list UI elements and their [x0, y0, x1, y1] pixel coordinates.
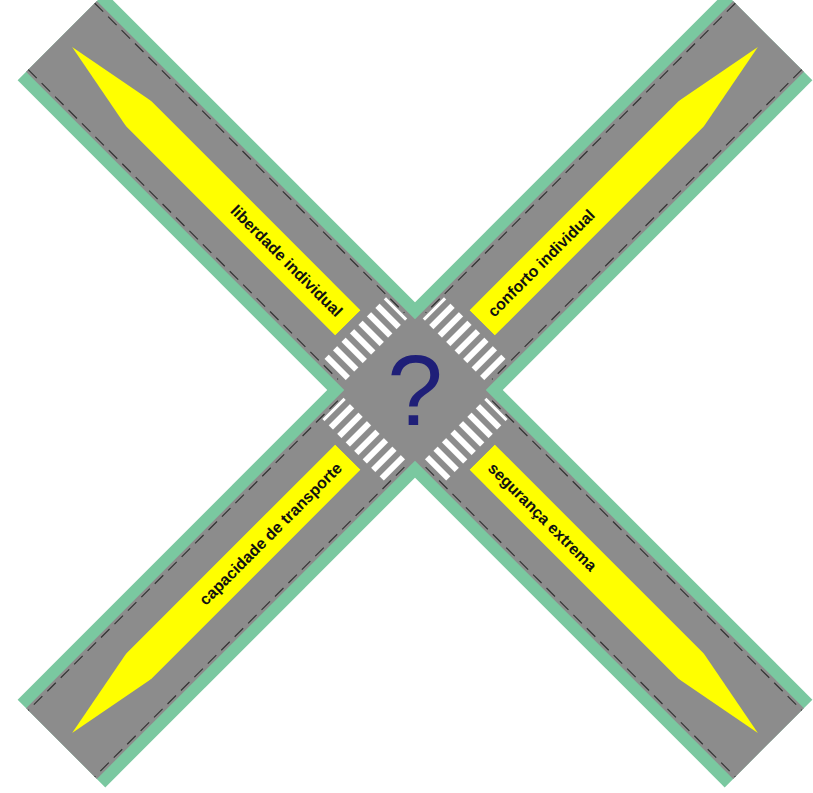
question-mark: ? [387, 340, 443, 440]
arrow-sign: capacidade de transporte [59, 444, 360, 745]
arrow-sign: segurança extrema [469, 444, 770, 745]
arrow-sign: conforto individual [469, 34, 770, 335]
sign-label: liberdade individual [220, 195, 352, 327]
arrow-sign: liberdade individual [59, 34, 360, 335]
sign-label: capacidade de transporte [190, 453, 353, 616]
sign-label: segurança extrema [478, 453, 607, 582]
sign-label: conforto individual [478, 200, 605, 327]
